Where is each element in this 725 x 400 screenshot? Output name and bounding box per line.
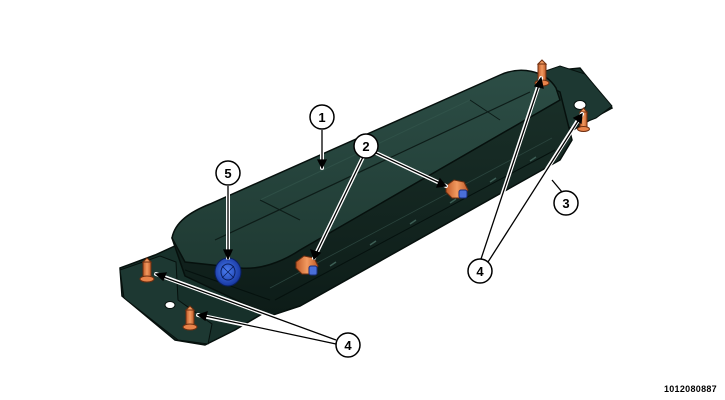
callout-4-left: 4	[335, 332, 361, 358]
callout-3-label: 3	[562, 196, 569, 211]
connector-right	[445, 179, 469, 199]
blue-vent-icon	[214, 257, 242, 287]
orange-connector-icon	[295, 179, 469, 276]
figure-id: 1012080887	[663, 384, 717, 394]
callout-2-label: 2	[362, 139, 369, 154]
stud-left-top	[139, 257, 155, 283]
mount-hole-right	[573, 100, 587, 110]
callout-1: 1	[309, 104, 335, 130]
orange-stud-icon	[139, 59, 590, 331]
callout-4-right: 4	[467, 258, 493, 284]
callout-4-right-label: 4	[476, 264, 484, 279]
callout-1-label: 1	[318, 110, 325, 125]
callout-4-left-label: 4	[344, 338, 352, 353]
leader-lines-core	[154, 76, 583, 345]
callout-5-label: 5	[224, 166, 231, 181]
mount-hole-left	[164, 301, 176, 309]
connector-left	[295, 255, 319, 276]
callout-3: 3	[553, 190, 579, 216]
stud-left-bottom	[182, 305, 198, 331]
callout-2: 2	[353, 133, 379, 159]
callout-5: 5	[215, 160, 241, 186]
